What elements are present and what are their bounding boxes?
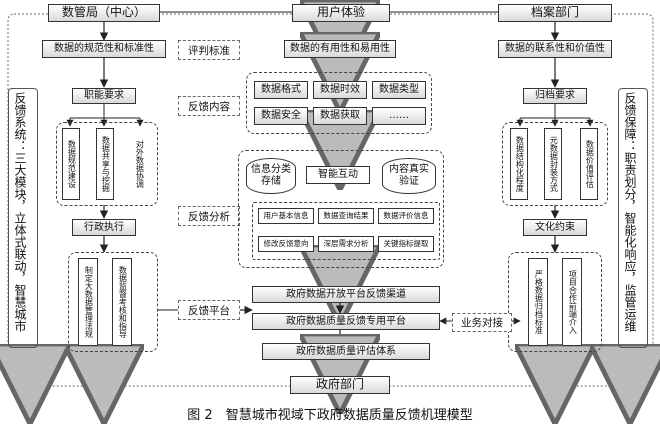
usefulness-box: 数据的有用性和易用性 <box>284 40 396 58</box>
analysis-item-6-label: 关键指标提取 <box>383 238 429 248</box>
analysis-item-1: 用户基本信息 <box>258 208 314 224</box>
left-execution-item-1: 制定大数据管理法规 <box>78 258 98 346</box>
standardization-box: 数据的规范性和标准性 <box>42 40 166 58</box>
feedback-content-item-3: 数据类型 <box>372 81 426 99</box>
right-constraint-group <box>508 252 602 352</box>
open-platform-channel-label: 政府数据开放平台反馈渠道 <box>286 288 406 300</box>
feedback-content-label: 反馈内容 <box>188 100 230 113</box>
right-sub-item-2: 元数据封装方式 <box>544 128 562 200</box>
criteria-label-box: 评判标准 <box>178 40 240 60</box>
left-sub-group <box>56 122 158 206</box>
culture-constraint-label: 文化约束 <box>535 221 575 233</box>
right-constraint-item-1: 严格数据归档标准 <box>528 258 548 346</box>
criteria-label: 评判标准 <box>188 44 230 57</box>
open-platform-channel-box: 政府数据开放平台反馈渠道 <box>252 286 440 303</box>
function-requirement-box: 职能要求 <box>72 88 136 104</box>
feedback-content-item-5: 数据获取 <box>313 107 367 125</box>
analysis-items-group <box>252 202 440 260</box>
left-side-text: 反馈系统：三大模块，立体式联动，智慧城市 <box>13 92 27 332</box>
feedback-content-item-1: 数据格式 <box>254 81 308 99</box>
business-docking-box: 业务对接 <box>452 313 512 332</box>
archive-requirement-box: 归档要求 <box>523 88 587 104</box>
content-verification-label: 内容真实验证 <box>389 164 429 187</box>
left-execution-group <box>68 252 158 352</box>
feedback-platform-label-box: 反馈平台 <box>178 300 240 320</box>
right-side-text: 反馈保障：职责划分，智能化响应，监管运维 <box>623 92 637 332</box>
feedback-analysis-group <box>238 150 444 268</box>
feedback-content-item-6: …… <box>372 107 426 125</box>
user-experience-label: 用户体验 <box>316 5 365 20</box>
data-bureau-label: 数管局（中心） <box>61 5 146 20</box>
business-docking-label: 业务对接 <box>461 317 503 329</box>
analysis-item-3: 数据评价信息 <box>378 208 434 224</box>
special-platform-box: 政府数据质量反馈专用平台 <box>252 313 440 330</box>
info-storage-label: 信息分类存储 <box>251 164 291 187</box>
quality-evaluation-label: 政府数据质量评估体系 <box>296 345 396 357</box>
feedback-content-item-4-label: 数据安全 <box>261 110 301 122</box>
archive-requirement-label: 归档要求 <box>535 90 575 102</box>
feedback-analysis-label: 反馈分析 <box>188 210 230 223</box>
info-storage-cylinder: 信息分类存储 <box>246 158 296 194</box>
analysis-item-5: 深层需求分析 <box>318 236 374 252</box>
government-dept-box: 政府部门 <box>290 376 390 394</box>
quality-evaluation-box: 政府数据质量评估体系 <box>262 343 430 360</box>
usefulness-label: 数据的有用性和易用性 <box>290 43 390 55</box>
user-experience-box: 用户体验 <box>292 4 390 22</box>
archives-dept-label: 档案部门 <box>530 5 579 20</box>
feedback-content-item-2: 数据时效 <box>313 81 367 99</box>
feedback-content-item-5-label: 数据获取 <box>320 110 360 122</box>
right-sub-item-1: 数据结构化程度 <box>510 128 528 200</box>
relevance-box: 数据的联系性和价值性 <box>498 40 612 58</box>
data-bureau-box: 数管局（中心） <box>48 4 160 22</box>
feedback-content-item-6-label: …… <box>389 110 409 122</box>
left-execution-item-2: 数据监督考核和指导 <box>112 258 132 346</box>
smart-interaction-box: 智能互动 <box>306 166 370 184</box>
right-side-frame <box>618 88 648 348</box>
figure-caption: 图 2 智慧城市视域下政府数据质量反馈机理模型 <box>187 408 473 423</box>
admin-execution-box: 行政执行 <box>72 219 136 236</box>
standardization-label: 数据的规范性和标准性 <box>54 43 154 55</box>
analysis-item-2-label: 数据查询结果 <box>323 210 369 220</box>
right-sub-group <box>502 122 608 206</box>
analysis-item-1-label: 用户基本信息 <box>263 210 309 220</box>
right-constraint-item-2: 项目合作前端介入 <box>562 258 582 346</box>
special-platform-label: 政府数据质量反馈专用平台 <box>286 315 406 327</box>
left-sub-item-2: 数据共享与挖掘 <box>96 128 114 200</box>
left-side-frame <box>8 88 38 348</box>
relevance-label: 数据的联系性和价值性 <box>505 43 605 55</box>
analysis-item-5-label: 深层需求分析 <box>323 238 369 248</box>
function-requirement-label: 职能要求 <box>84 90 124 102</box>
left-sub-item-3: 对外数据协调 <box>135 140 145 188</box>
feedback-analysis-label-box: 反馈分析 <box>178 206 240 226</box>
feedback-content-item-3-label: 数据类型 <box>379 84 419 96</box>
archives-dept-box: 档案部门 <box>498 4 612 22</box>
feedback-content-item-2-label: 数据时效 <box>320 84 360 96</box>
content-verification-cylinder: 内容真实验证 <box>382 158 436 194</box>
right-sub-item-3: 数据价值评估 <box>580 128 598 200</box>
analysis-item-4-label: 修改反馈意向 <box>263 238 309 248</box>
feedback-content-group <box>246 72 432 134</box>
admin-execution-label: 行政执行 <box>84 221 124 233</box>
feedback-platform-label: 反馈平台 <box>188 304 230 317</box>
smart-interaction-label: 智能互动 <box>318 169 358 181</box>
analysis-item-4: 修改反馈意向 <box>258 236 314 252</box>
left-sub-item-1: 数据规范建设 <box>62 128 80 200</box>
analysis-item-6: 关键指标提取 <box>378 236 434 252</box>
feedback-content-label-box: 反馈内容 <box>178 96 240 116</box>
feedback-content-item-1-label: 数据格式 <box>261 84 301 96</box>
culture-constraint-box: 文化约束 <box>523 219 587 236</box>
analysis-item-2: 数据查询结果 <box>318 208 374 224</box>
analysis-item-3-label: 数据评价信息 <box>383 210 429 220</box>
government-dept-label: 政府部门 <box>315 377 364 392</box>
feedback-content-item-4: 数据安全 <box>254 107 308 125</box>
